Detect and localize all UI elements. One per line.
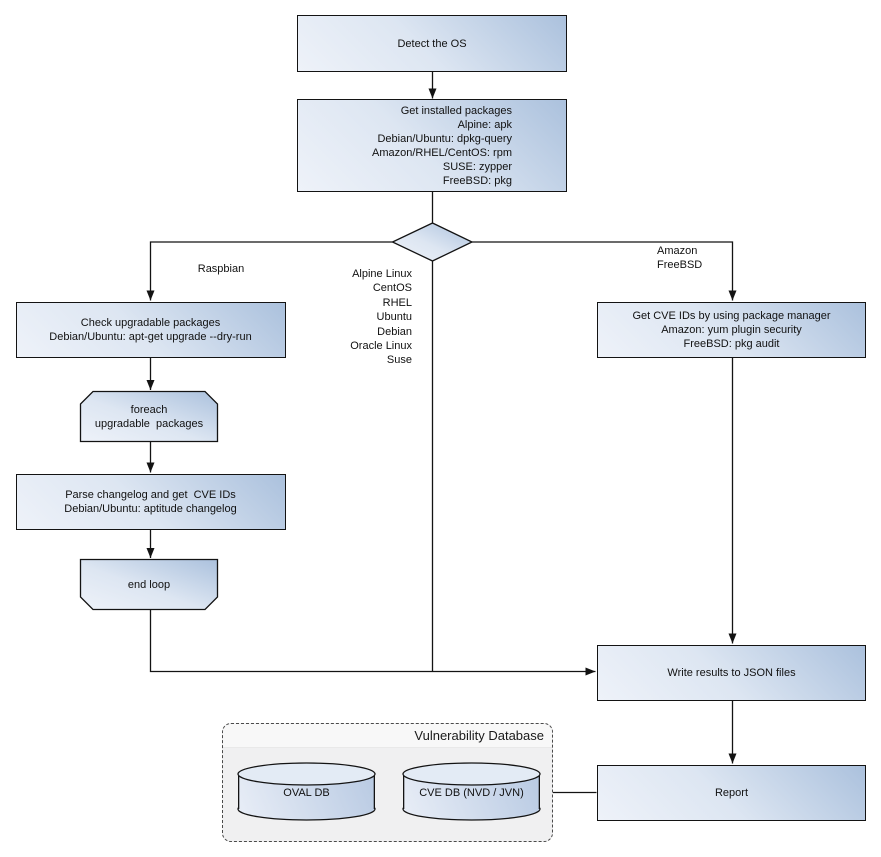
edge-label-raspbian: Raspbian <box>197 263 245 275</box>
foreach-loop-shape <box>79 390 219 443</box>
node-line: Amazon/RHEL/CentOS: rpm <box>372 146 512 159</box>
node-line: foreach <box>130 403 168 416</box>
edge-label-line: Suse <box>386 354 412 367</box>
node-line: Amazon: yum plugin security <box>661 324 802 336</box>
node-detect-os: Detect the OS <box>297 15 567 72</box>
edge-label-line: RHEL <box>382 296 412 309</box>
node-line: FreeBSD: pkg <box>442 174 512 187</box>
node-line: Debian/Ubuntu: apt-get upgrade --dry-run <box>49 331 252 343</box>
node-get-installed-packages: Get installed packages Alpine: apk Debia… <box>297 99 567 192</box>
node-line: SUSE: zypper <box>442 160 512 173</box>
edge-endloop-to-write <box>149 610 596 676</box>
node-check-upgradable-packages: Check upgradable packages Debian/Ubuntu:… <box>15 302 286 358</box>
label-oval-db: OVAL DB <box>283 787 330 799</box>
edge-label-line: Amazon <box>657 245 698 257</box>
cve-db-cylinder <box>402 762 541 821</box>
node-line: Report <box>714 786 749 799</box>
oval-db-cylinder <box>237 762 376 821</box>
node-line: Debian/Ubuntu: aptitude changelog <box>64 503 237 515</box>
label-cve-db: CVE DB (NVD / JVN) <box>419 787 524 799</box>
edge-label-amazon-freebsd: Amazon FreeBSD <box>657 244 702 273</box>
edge-decision-to-get-cve <box>472 241 737 301</box>
node-line: Write results to JSON files <box>667 666 796 679</box>
node-line: Parse changelog and get CVE IDs <box>65 489 236 501</box>
end-loop-shape <box>79 558 219 611</box>
node-parse-changelog: Parse changelog and get CVE IDs Debian/U… <box>15 474 286 530</box>
node-write-results-json: Write results to JSON files <box>597 644 866 701</box>
node-line: Get installed packages <box>400 104 512 117</box>
os-decision-diamond <box>390 222 474 262</box>
node-line: end loop <box>127 578 171 591</box>
node-end-loop: end loop <box>80 559 218 610</box>
node-line: Alpine: apk <box>457 118 512 131</box>
node-line: FreeBSD: pkg audit <box>683 338 780 350</box>
edge-decision-to-check-upgradable <box>146 241 393 301</box>
edge-label-line: Ubuntu <box>376 311 412 324</box>
node-line: Debian/Ubuntu: dpkg-query <box>377 132 512 145</box>
node-label: Detect the OS <box>397 37 467 50</box>
edge-label-line: Oracle Linux <box>350 340 412 353</box>
node-foreach-upgradable-packages: foreach upgradable packages <box>80 391 218 442</box>
node-report: Report <box>597 764 866 821</box>
edge-label-line: FreeBSD <box>657 259 703 272</box>
edge-label-line: Alpine Linux <box>352 268 412 280</box>
database-title: Vulnerability Database <box>223 724 552 748</box>
node-line: upgradable packages <box>94 417 204 430</box>
node-line: Check upgradable packages <box>80 317 221 329</box>
edge-label-os-list: Alpine Linux CentOS RHEL Ubuntu Debian O… <box>312 267 412 368</box>
edge-label-line: CentOS <box>372 282 412 295</box>
node-line: Get CVE IDs by using package manager <box>632 310 831 322</box>
node-get-cve-ids-package-manager: Get CVE IDs by using package manager Ama… <box>597 302 866 358</box>
edge-label-line: Debian <box>377 325 412 338</box>
